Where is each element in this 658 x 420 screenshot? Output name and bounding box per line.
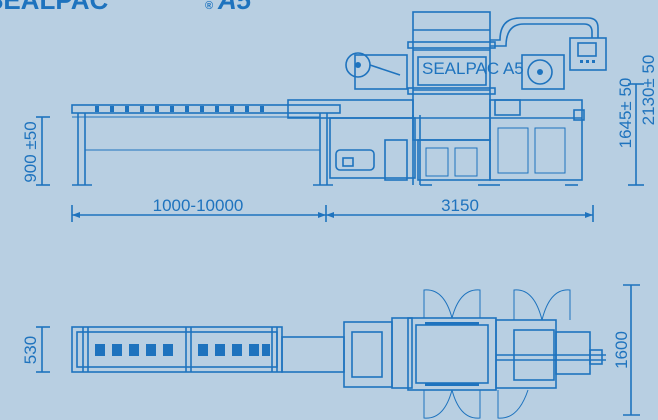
dimension-infeed-height: 900 ±50 (21, 116, 50, 186)
brand-name: SEALPAC (0, 0, 109, 15)
brand-model: A5 (217, 0, 252, 15)
machine-height-label: 1645± 50 (616, 78, 635, 149)
infeed-conveyor-side (71, 104, 341, 186)
infeed-length-label: 1000-10000 (153, 196, 244, 215)
machine-body-side: SEALPAC A5 (287, 11, 607, 186)
infeed-conveyor-top (71, 326, 283, 373)
dimension-machine-length: 3150 (326, 196, 594, 222)
infeed-width-label: 530 (21, 336, 40, 364)
overall-height-label: 2130± 50 (639, 55, 658, 126)
dimension-overall-height: 2130± 50 (639, 55, 658, 126)
machine-width-label: 1600 (612, 331, 631, 369)
side-view: SEALPAC A5 (21, 11, 658, 222)
top-view: 530 1600 (21, 284, 640, 419)
dimension-infeed-length: 1000-10000 (71, 196, 327, 222)
infeed-height-label: 900 ±50 (21, 121, 40, 182)
dimension-infeed-width: 530 (21, 326, 50, 373)
machine-body-top (281, 289, 606, 419)
machine-length-label: 3150 (441, 196, 479, 215)
machine-nameplate: SEALPAC A5 (422, 59, 524, 78)
dimension-machine-width: 1600 (612, 284, 640, 416)
dimension-machine-height: 1645± 50 (616, 78, 644, 186)
brand-registered-mark: ® (205, 0, 213, 12)
